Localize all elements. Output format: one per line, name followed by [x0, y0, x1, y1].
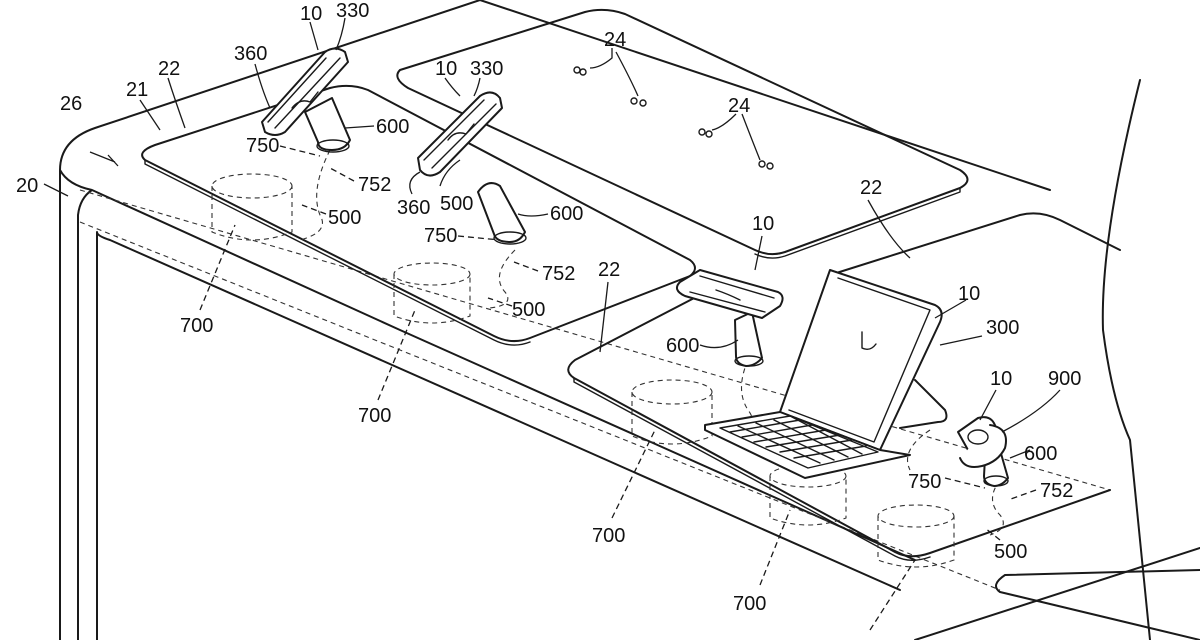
- label-24: 24: [604, 29, 626, 51]
- phone-device: [677, 270, 783, 318]
- label-26: 26: [60, 93, 82, 115]
- label-22: 22: [158, 58, 180, 80]
- label-500: 500: [440, 193, 473, 215]
- phone-device: [418, 92, 502, 175]
- label-752: 752: [542, 263, 575, 285]
- label-700: 700: [358, 405, 391, 427]
- display-pad-back: [397, 10, 967, 254]
- label-24: 24: [728, 95, 750, 117]
- label-360: 360: [234, 43, 267, 65]
- label-752: 752: [1040, 480, 1073, 502]
- label-500: 500: [994, 541, 1027, 563]
- stand-post: [305, 98, 350, 150]
- tether-cable: [300, 150, 330, 240]
- label-600: 600: [550, 203, 583, 225]
- charging-puck: [212, 174, 292, 240]
- label-22: 22: [860, 177, 882, 199]
- label-700: 700: [733, 593, 766, 615]
- label-10: 10: [300, 3, 322, 25]
- person-silhouette: [1103, 80, 1150, 640]
- label-10: 10: [752, 213, 774, 235]
- label-22: 22: [598, 259, 620, 281]
- label-330: 330: [470, 58, 503, 80]
- label-500: 500: [512, 299, 545, 321]
- label-750: 750: [908, 471, 941, 493]
- display-pad-right-back: [830, 213, 1120, 275]
- tether-cable: [908, 430, 931, 470]
- label-750: 750: [424, 225, 457, 247]
- label-21: 21: [126, 79, 148, 101]
- tether-cable: [990, 480, 1003, 535]
- label-700: 700: [180, 315, 213, 337]
- label-900: 900: [1048, 368, 1081, 390]
- label-360: 360: [397, 197, 430, 219]
- charging-puck: [394, 263, 470, 323]
- charging-puck: [878, 505, 954, 567]
- table-top-outline: [60, 0, 1200, 640]
- label-750: 750: [246, 135, 279, 157]
- label-752: 752: [358, 174, 391, 196]
- display-table: [60, 0, 1200, 640]
- label-600: 600: [666, 335, 699, 357]
- label-600: 600: [1024, 443, 1057, 465]
- label-700: 700: [592, 525, 625, 547]
- label-10: 10: [990, 368, 1012, 390]
- label-500: 500: [328, 207, 361, 229]
- label-10: 10: [958, 283, 980, 305]
- label-600: 600: [376, 116, 409, 138]
- label-330: 330: [336, 0, 369, 22]
- label-10: 10: [435, 58, 457, 80]
- label-20: 20: [16, 175, 38, 197]
- label-300: 300: [986, 317, 1019, 339]
